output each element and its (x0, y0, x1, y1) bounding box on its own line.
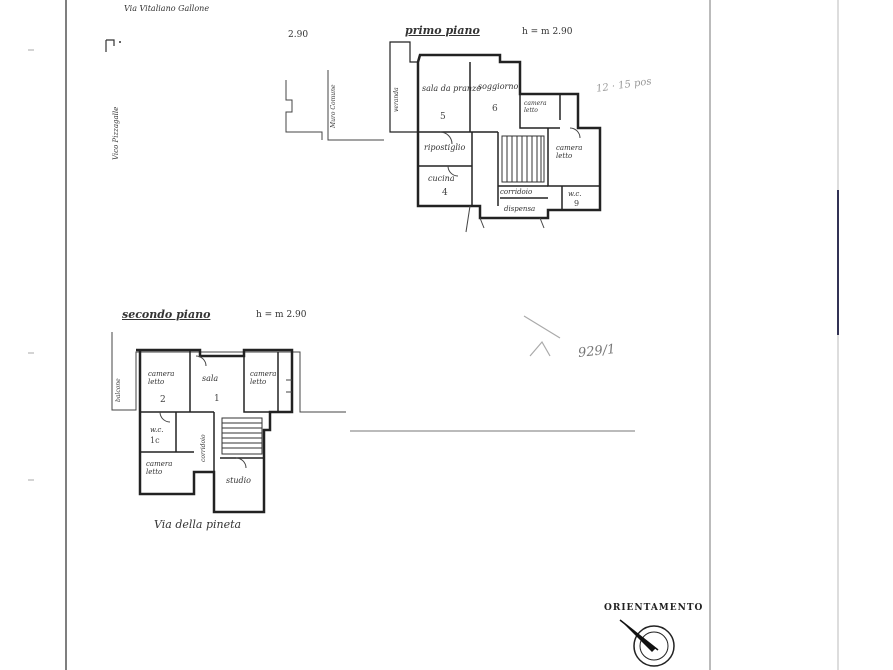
room-num-9: 9 (574, 199, 580, 208)
room-soggiorno: soggiorno (478, 82, 519, 91)
room-camera-letto-2: camera letto (148, 370, 175, 386)
room-corridoio-2: corridoio (200, 434, 207, 462)
room-sala: sala (202, 374, 219, 383)
room-camera-letto-3: camera letto (250, 370, 277, 386)
room-sala-da-pranzo: sala da pranzo (422, 84, 482, 93)
compass-icon (619, 619, 675, 667)
room-num-1c: 1c (150, 436, 160, 445)
reference-scribble (523, 315, 561, 357)
street-top-label: Via Vitaliano Gallone (124, 4, 210, 13)
compass-label: ORIENTAMENTO (604, 603, 704, 613)
room-camera-letto-7: camera letto (524, 100, 547, 114)
room-corridoio: corridoio (500, 188, 533, 196)
street-bottom-label: Via della pineta (154, 518, 242, 531)
room-camera-letto-4: camera letto (146, 460, 173, 476)
primo-piano-title: primo piano (405, 24, 480, 37)
room-num-1: 1 (214, 394, 220, 404)
room-wc: w.c. (568, 190, 582, 198)
room-balcone: balcone (115, 378, 122, 402)
room-dispensa: dispensa (504, 205, 536, 213)
room-num-6: 6 (492, 104, 498, 114)
room-num-4: 4 (442, 188, 448, 198)
dim-top-label: 2.90 (288, 30, 309, 40)
room-ripostiglio: ripostiglio (424, 143, 466, 152)
room-wc-2: w.c. (150, 426, 164, 434)
room-num-2: 2 (160, 395, 166, 405)
room-num-5: 5 (440, 112, 446, 122)
primo-piano-height: h = m 2.90 (522, 27, 573, 37)
marker-icon (105, 39, 121, 52)
room-camera-letto-8: camera letto (556, 144, 583, 160)
secondo-piano-title: secondo piano (122, 308, 211, 321)
room-studio: studio (226, 476, 251, 485)
room-cucina: cucina (428, 174, 455, 183)
secondo-piano-height: h = m 2.90 (256, 310, 307, 320)
